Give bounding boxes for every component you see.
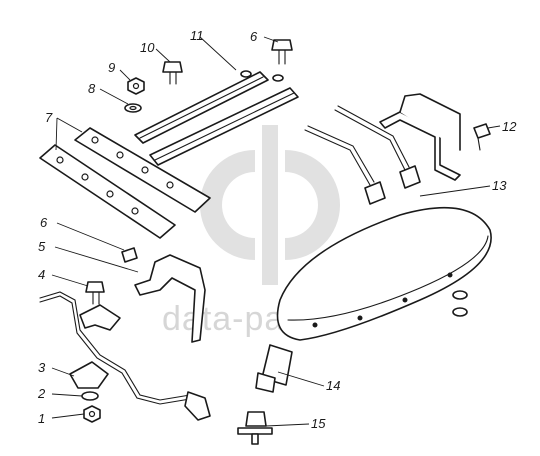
bolt-top-right [271, 39, 293, 65]
washer-lower [81, 391, 99, 401]
callout-13: 13 [492, 178, 507, 193]
callout-7: 7 [45, 110, 53, 125]
callout-9: 9 [108, 60, 115, 75]
nut-lower [83, 405, 101, 423]
callout-11: 11 [190, 28, 204, 43]
callout-4: 4 [38, 267, 45, 282]
pipe-clamp-upper [79, 304, 121, 331]
callout-10: 10 [140, 40, 155, 55]
washer-upper-right-2 [272, 74, 284, 82]
leader-lines [51, 36, 501, 427]
washer-upper-right [240, 70, 252, 78]
callout-6-upper: 6 [250, 29, 258, 44]
mounting-bracket-right [379, 93, 461, 181]
bolt-upper [162, 61, 183, 85]
callout-15: 15 [311, 416, 326, 431]
air-line-pipe [39, 291, 211, 421]
watermark-logo [199, 125, 341, 285]
pipe-clamp-lower [69, 361, 109, 389]
nut-upper [127, 77, 145, 95]
air-tank [276, 206, 492, 341]
callout-12: 12 [502, 119, 517, 134]
bolt-right [473, 123, 491, 151]
tank-mount-nuts [452, 290, 468, 317]
long-bracket-pair [134, 71, 299, 166]
bolt-left-mid [121, 247, 138, 263]
connector-tubes [304, 105, 421, 205]
callout-1: 1 [38, 411, 45, 426]
mounting-bracket-left [134, 254, 206, 343]
bolt-left-low [85, 281, 105, 305]
drain-valve [255, 344, 293, 393]
washer-upper [124, 103, 142, 113]
callout-14: 14 [326, 378, 340, 393]
callout-8: 8 [88, 81, 96, 96]
drain-tap [237, 411, 273, 445]
callout-5: 5 [38, 239, 46, 254]
callout-3: 3 [38, 360, 46, 375]
perforated-plate-pair [39, 127, 211, 239]
callout-6-lower: 6 [40, 215, 48, 230]
callout-2: 2 [37, 386, 46, 401]
